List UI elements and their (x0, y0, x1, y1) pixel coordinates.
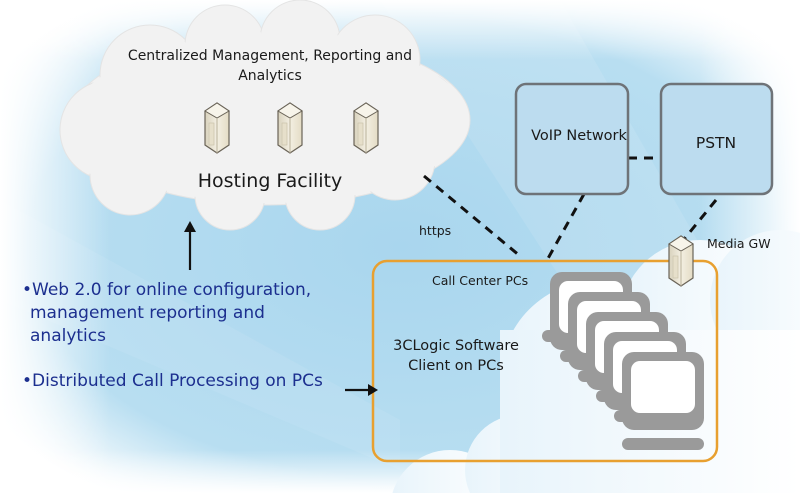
bullet-text-line-3: analytics (30, 326, 106, 346)
pstn-label: PSTN (695, 134, 737, 152)
client-line-1: 3CLogic Software (393, 338, 519, 354)
bullet-marker: • (22, 280, 33, 300)
voip-network-box (514, 82, 630, 196)
pstn-box (659, 82, 774, 196)
bullet-text-line-2: management reporting and (30, 303, 265, 323)
cloud-title: Centralized Management, Reporting and An… (127, 48, 413, 84)
https-connector (423, 174, 521, 258)
server-icon (204, 102, 230, 154)
voip-network-label: VoIP Network (531, 128, 627, 144)
call-center-title: Call Center PCs (432, 273, 529, 288)
pc-stand-icon (622, 438, 704, 450)
call-center-box (371, 259, 719, 463)
bullet-distributed: •Distributed Call Processing on PCs (22, 370, 323, 393)
bullet-text-line-1: Web 2.0 for online configuration, (32, 280, 312, 300)
bullet-web20: •Web 2.0 for online configuration, manag… (22, 279, 352, 348)
client-line-2: Client on PCs (408, 358, 504, 374)
media-gw-label: Media GW (707, 236, 771, 251)
hosting-facility-label: Hosting Facility (197, 170, 343, 192)
bullet-marker: • (22, 371, 33, 391)
pstn-gw-connector (683, 199, 718, 239)
up-arrow (184, 221, 196, 270)
voip-connector (544, 193, 586, 263)
bullet-text: Distributed Call Processing on PCs (32, 371, 323, 391)
right-arrow (345, 384, 378, 396)
pc-monitor-icon (614, 352, 704, 430)
server-icon (277, 102, 303, 154)
server-icon (353, 102, 379, 154)
media-gateway-server-icon (668, 235, 694, 287)
client-description: 3CLogic Software Client on PCs (386, 336, 526, 376)
https-label: https (419, 223, 452, 238)
